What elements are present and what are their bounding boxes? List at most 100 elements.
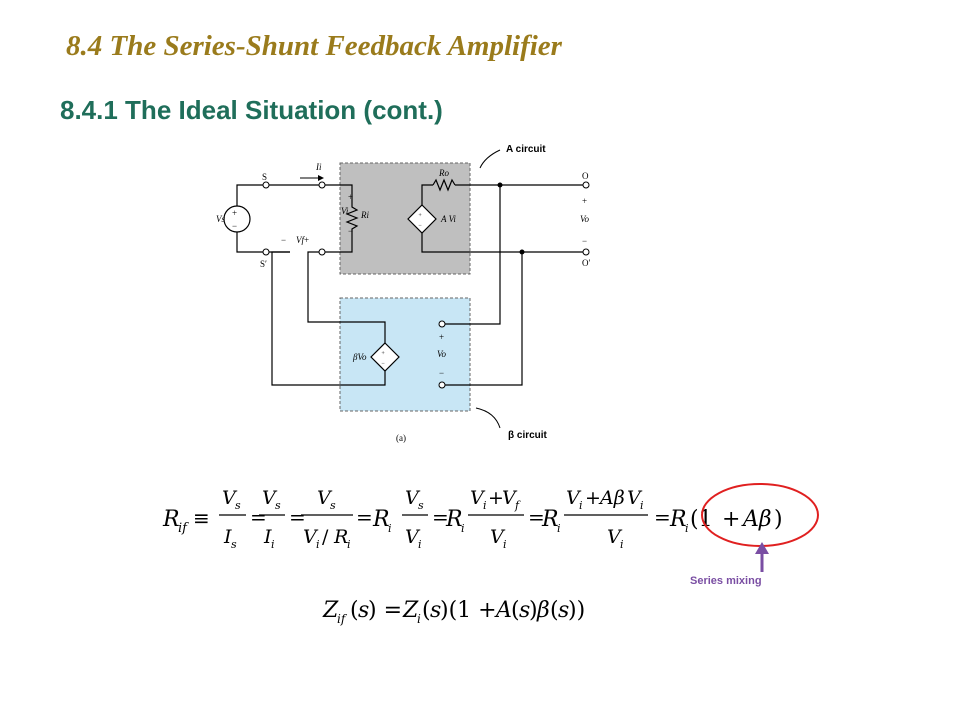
svg-text:f: f <box>514 499 521 512</box>
svg-text:V: V <box>303 526 319 548</box>
svg-text:−: − <box>281 235 286 245</box>
svg-text:(: ( <box>350 598 359 623</box>
ri-label: Ri <box>360 210 369 220</box>
svg-text:V: V <box>566 487 582 509</box>
svg-text:s: s <box>418 499 424 512</box>
svg-text:i: i <box>620 538 624 551</box>
vf-label: Vf <box>296 235 305 245</box>
svg-text:s: s <box>430 598 441 623</box>
svg-text:s: s <box>231 538 237 551</box>
svg-text:=: = <box>356 505 373 529</box>
source-label: Vs <box>216 214 225 224</box>
current-label: Ii <box>315 162 322 172</box>
node-o-label: O <box>582 171 589 181</box>
svg-text:(1: (1 <box>690 507 713 532</box>
svg-text:(: ( <box>511 598 520 623</box>
vo-beta-label: Vo <box>437 349 447 359</box>
svg-text:s: s <box>235 499 241 512</box>
svg-text:Z: Z <box>322 598 339 623</box>
svg-text:−: − <box>439 368 444 378</box>
node-s-prime-label: S′ <box>260 259 267 269</box>
svg-text:i: i <box>503 538 507 551</box>
svg-text:−: − <box>418 223 422 229</box>
vi-label: Vi <box>341 206 349 216</box>
svg-text:V: V <box>502 487 518 509</box>
svg-text:s: s <box>558 598 569 623</box>
svg-text:A: A <box>494 598 512 623</box>
svg-text:V: V <box>490 526 506 548</box>
a-circuit-label: A circuit <box>506 144 546 155</box>
svg-text:): ) <box>774 507 783 532</box>
svg-text:+: + <box>439 332 444 342</box>
svg-text:≡: ≡ <box>193 506 210 530</box>
svg-text:V: V <box>470 487 486 509</box>
svg-text:i: i <box>418 538 422 551</box>
svg-text:)(1 +: )(1 + <box>440 598 497 623</box>
svg-text:R: R <box>372 507 390 532</box>
svg-text:if: if <box>337 612 348 626</box>
svg-text:R: R <box>162 507 180 532</box>
svg-text:Aβ: Aβ <box>741 507 772 532</box>
svg-text:s: s <box>519 598 530 623</box>
equation-zif: Z if ( s ) = Z i ( s )(1 + A ( s ) β ( s… <box>322 598 585 626</box>
svg-text:i: i <box>417 612 421 626</box>
svg-text:V: V <box>405 487 421 509</box>
svg-text:β: β <box>536 598 550 623</box>
ro-label: Ro <box>438 168 449 178</box>
svg-text:R: R <box>541 507 559 532</box>
svg-text:+: + <box>381 351 385 357</box>
svg-text:i: i <box>271 538 275 551</box>
svg-text:s: s <box>275 499 281 512</box>
svg-text:) =: ) = <box>368 598 402 623</box>
svg-text:+: + <box>722 507 740 532</box>
svg-text:i: i <box>316 538 320 551</box>
svg-text:V: V <box>627 487 643 509</box>
svg-text:+: + <box>582 196 587 206</box>
svg-text:R: R <box>669 507 687 532</box>
svg-text:i: i <box>579 499 583 512</box>
svg-text:V: V <box>405 526 421 548</box>
svg-text:−: − <box>582 236 587 246</box>
svg-text:+: + <box>232 208 237 218</box>
svg-text:(: ( <box>550 598 559 623</box>
svg-text:V: V <box>222 487 238 509</box>
svg-text:I: I <box>223 526 232 548</box>
series-mixing-arrow-icon <box>755 542 769 554</box>
svg-text:+: + <box>348 192 353 202</box>
svg-text:i: i <box>685 522 689 535</box>
node-o-prime-label: O′ <box>582 258 590 268</box>
svg-text:−: − <box>232 221 237 231</box>
a-circuit-box <box>339 162 471 275</box>
svg-text:Z: Z <box>402 598 419 623</box>
svg-text:i: i <box>640 499 644 512</box>
svg-text:s: s <box>330 499 336 512</box>
svg-text:R: R <box>445 507 463 532</box>
terminals <box>262 181 590 389</box>
svg-text:+: + <box>304 235 309 245</box>
slide-title: 8.4 The Series-Shunt Feedback Amplifier <box>66 30 562 62</box>
svg-text:I: I <box>263 526 272 548</box>
svg-text:): ) <box>529 598 538 623</box>
circuit-wires <box>236 178 586 386</box>
dependent-source-a-icon <box>407 204 437 234</box>
svg-text:V: V <box>607 526 623 548</box>
svg-text:R: R <box>333 526 348 548</box>
svg-text:Aβ: Aβ <box>598 487 625 509</box>
beta-vo-label: βVo <box>352 352 367 362</box>
svg-text:/: / <box>322 526 329 548</box>
svg-text:)): )) <box>568 598 585 623</box>
svg-text:if: if <box>178 521 189 536</box>
svg-text:(: ( <box>422 598 431 623</box>
beta-circuit-label: β circuit <box>508 430 548 441</box>
svg-text:i: i <box>347 538 351 551</box>
svg-text:V: V <box>262 487 278 509</box>
svg-text:−: − <box>348 226 353 236</box>
svg-text:+: + <box>488 487 504 509</box>
svg-text:i: i <box>388 522 392 535</box>
figure-caption: (a) <box>396 433 406 443</box>
node-s-label: S <box>262 172 267 182</box>
dependent-source-beta-icon <box>370 342 400 372</box>
svg-text:V: V <box>317 487 333 509</box>
